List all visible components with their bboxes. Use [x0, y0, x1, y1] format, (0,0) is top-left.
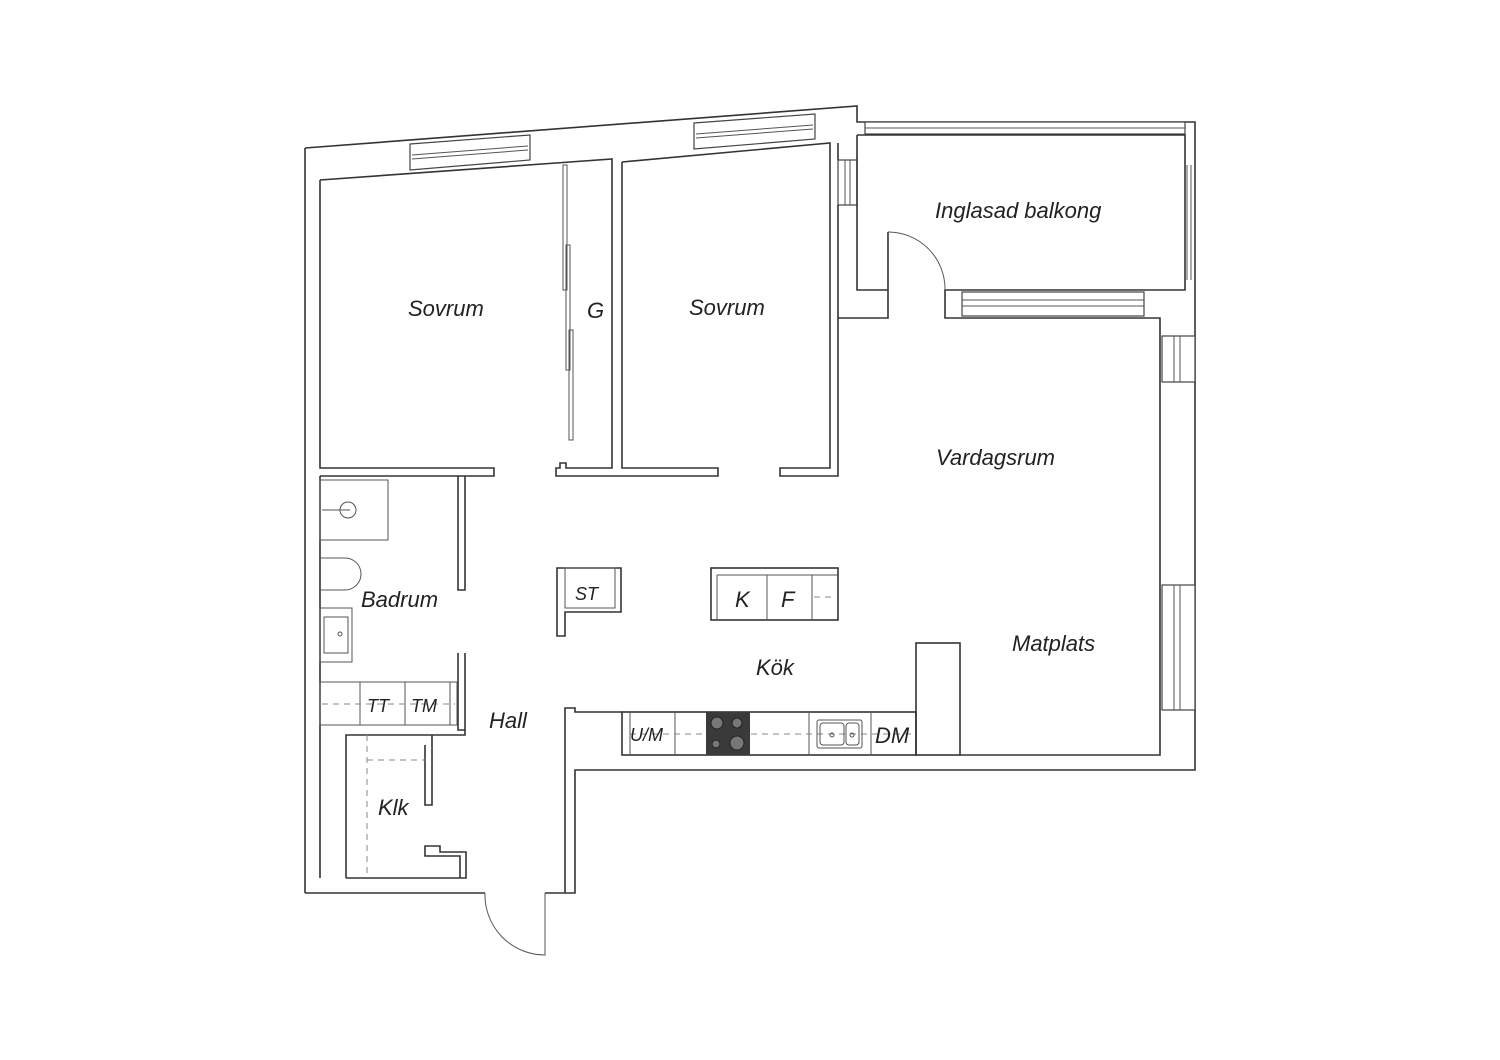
sovrum-2-walls [621, 135, 889, 477]
klk-shelf [366, 735, 425, 878]
tall-cabinet [915, 642, 961, 756]
outer-wall [304, 105, 1196, 894]
st-cabinet [556, 567, 622, 637]
room-label-sovrum-1: Sovrum [408, 296, 484, 321]
window-balkong-inner [961, 291, 1145, 317]
shower [319, 479, 389, 541]
room-label-badrum: Badrum [361, 587, 438, 612]
room-label-kok: Kök [756, 655, 795, 680]
fixture-label-tm: TM [411, 696, 437, 716]
window-sovrum-2-side [837, 159, 858, 206]
toilet [320, 557, 362, 591]
tt-tm-cabinet [319, 681, 458, 726]
stove [706, 712, 750, 755]
window-balkong-right [1186, 165, 1192, 280]
klk-walls [345, 730, 467, 879]
room-label-sovrum-2: Sovrum [689, 295, 765, 320]
fixture-label-tt: TT [367, 696, 391, 716]
fixture-label-f: F [781, 587, 796, 612]
balkong-walls [857, 134, 1186, 756]
kitchen-island-kf [710, 567, 839, 621]
garderob-walls [555, 158, 719, 477]
fixture-label-k: K [735, 587, 751, 612]
room-label-balkong: Inglasad balkong [935, 198, 1102, 223]
sink [319, 607, 353, 663]
window-sovrum-1 [409, 134, 531, 171]
room-label-garderob: G [587, 298, 604, 323]
window-vardagsrum-side [1161, 335, 1196, 383]
badrum-walls [319, 476, 466, 878]
balkong-door [887, 231, 946, 291]
sovrum-1-walls [319, 162, 557, 477]
room-label-hall: Hall [489, 708, 528, 733]
window-matplats [1161, 584, 1196, 711]
fixture-label-um: U/M [630, 725, 663, 745]
entry-door[interactable] [484, 892, 546, 956]
kitchen-counter [621, 711, 917, 756]
kitchen-sink [816, 719, 863, 749]
room-label-klk: Klk [378, 795, 410, 820]
room-label-vardagsrum: Vardagsrum [936, 445, 1055, 470]
hall-walls [564, 707, 622, 893]
sliding-door [562, 164, 574, 441]
window-sovrum-2 [693, 113, 816, 150]
fixture-label-dm: DM [875, 723, 910, 748]
fixture-label-st: ST [575, 584, 600, 604]
room-label-matplats: Matplats [1012, 631, 1095, 656]
window-balkong-top [864, 121, 1186, 135]
